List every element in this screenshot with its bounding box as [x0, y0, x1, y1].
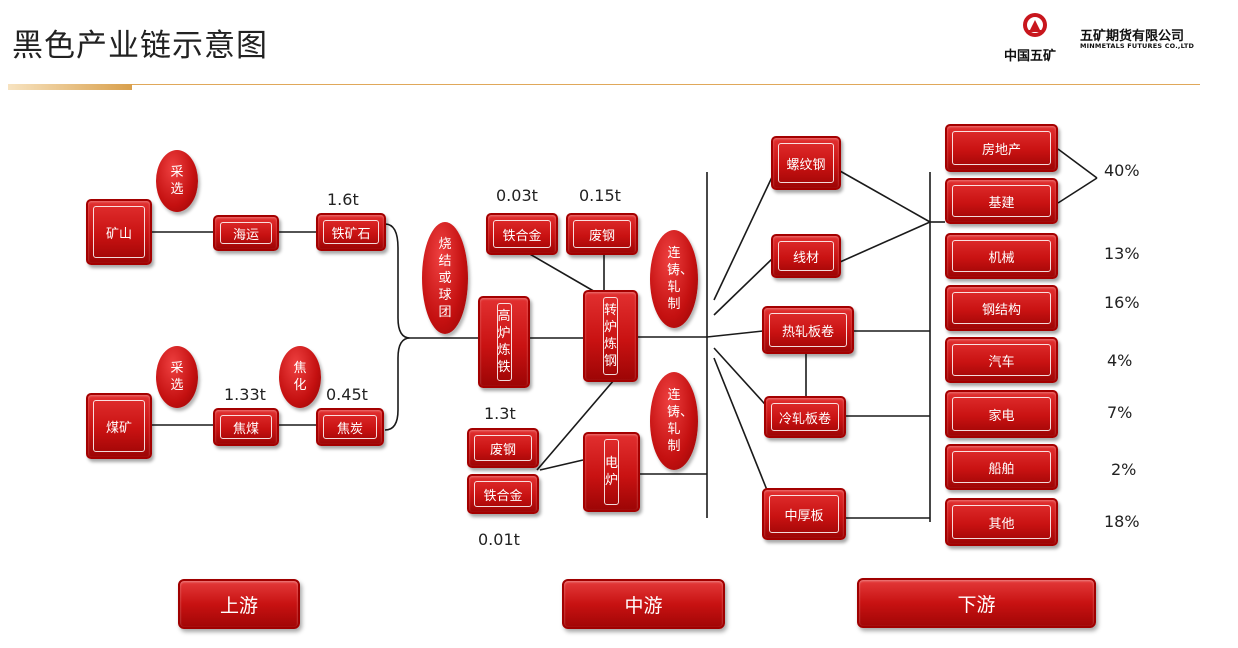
share-machinery: 13%	[1104, 244, 1140, 263]
node-auto: 汽车	[945, 337, 1058, 383]
node-iron-ore: 铁矿石	[316, 213, 386, 251]
share-steel-structure: 16%	[1104, 293, 1140, 312]
node-machinery: 机械	[945, 233, 1058, 279]
label-ferroalloy-bottom-qty: 0.01t	[478, 530, 520, 549]
share-others: 18%	[1104, 512, 1140, 531]
node-medium-plate: 中厚板	[762, 488, 846, 540]
node-coal-mine: 煤矿	[86, 393, 152, 459]
node-blast-furnace: 高炉炼铁	[478, 296, 530, 388]
oval-dressing-top: 采选	[156, 150, 198, 212]
page-title: 黑色产业链示意图	[12, 28, 268, 64]
node-scrap-top: 废钢	[566, 213, 638, 255]
node-real-estate: 房地产	[945, 124, 1058, 172]
header-rule-accent	[8, 84, 132, 90]
node-mine: 矿山	[86, 199, 152, 265]
logo-cn-text: 中国五矿	[1004, 49, 1057, 64]
label-iron-ore-qty: 1.6t	[327, 190, 359, 209]
node-electric-furnace: 电炉	[583, 432, 640, 512]
logo-company-name-en: MINMETALS FUTURES CO.,LTD	[1080, 42, 1195, 50]
node-cold-rolled-coil: 冷轧板卷	[764, 396, 846, 438]
node-appliances: 家电	[945, 390, 1058, 438]
node-ferroalloy-bottom: 铁合金	[467, 474, 539, 514]
node-coking-coal: 焦煤	[213, 408, 279, 446]
node-wire-rod: 线材	[771, 234, 841, 278]
node-rebar: 螺纹钢	[771, 136, 841, 190]
node-shipbuilding: 船舶	[945, 444, 1058, 490]
oval-sinter: 烧结或球团	[422, 222, 468, 334]
share-shipbuilding: 2%	[1111, 460, 1137, 479]
node-converter: 转炉炼钢	[583, 290, 638, 382]
label-coke-qty: 0.45t	[326, 385, 368, 404]
minmetals-logo-icon	[1023, 13, 1047, 37]
share-auto: 4%	[1107, 351, 1133, 370]
share-realestate-infra: 40%	[1104, 161, 1140, 180]
node-hot-rolled-coil: 热轧板卷	[762, 306, 854, 354]
node-coke: 焦炭	[316, 408, 384, 446]
label-coking-coal-qty: 1.33t	[224, 385, 266, 404]
node-others: 其他	[945, 498, 1058, 546]
oval-cast-roll-bottom: 连铸、轧制	[650, 372, 698, 470]
node-shipping: 海运	[213, 215, 279, 251]
oval-cast-roll-top: 连铸、轧制	[650, 230, 698, 328]
node-ferroalloy-top: 铁合金	[486, 213, 558, 255]
section-midstream: 中游	[562, 579, 725, 629]
header-rule	[8, 84, 1200, 85]
node-infrastructure: 基建	[945, 178, 1058, 224]
oval-dressing-bottom: 采选	[156, 346, 198, 408]
section-upstream: 上游	[178, 579, 300, 629]
label-scrap-top-qty: 0.15t	[579, 186, 621, 205]
share-appliances: 7%	[1107, 403, 1133, 422]
oval-coking: 焦化	[279, 346, 321, 408]
label-scrap-bottom-qty: 1.3t	[484, 404, 516, 423]
label-ferroalloy-top-qty: 0.03t	[496, 186, 538, 205]
node-steel-structure: 钢结构	[945, 285, 1058, 331]
node-scrap-bottom: 废钢	[467, 428, 539, 468]
section-downstream: 下游	[857, 578, 1096, 628]
logo-company-name: 五矿期货有限公司	[1080, 29, 1185, 44]
